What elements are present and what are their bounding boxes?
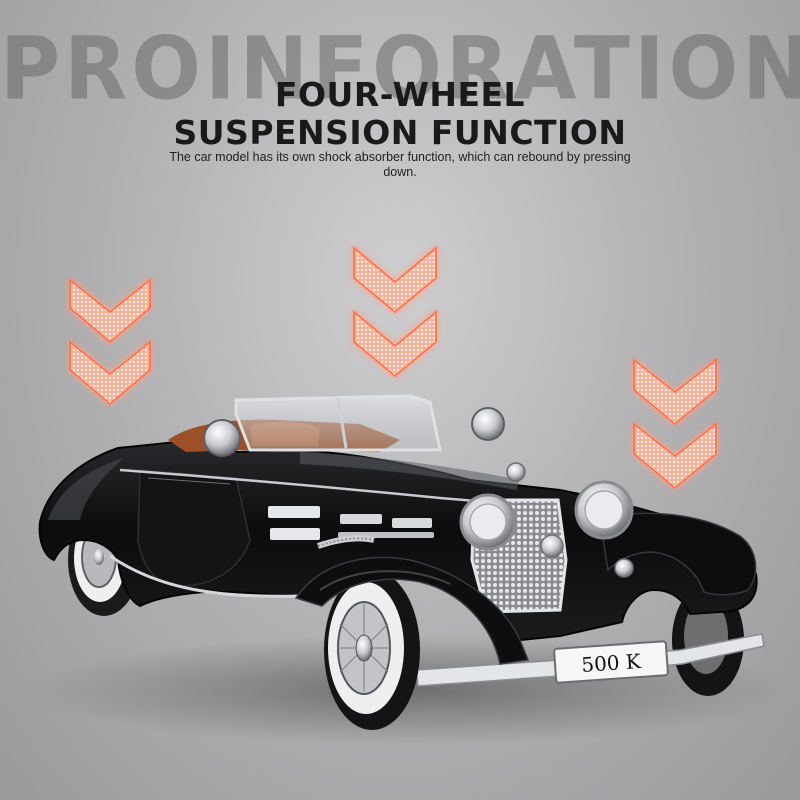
suspension-arrow-center-icon (353, 245, 437, 378)
suspension-arrow-right-icon (633, 357, 717, 490)
hood-ornament-icon (506, 462, 526, 482)
background-watermark-word: PROINFORATION (0, 19, 800, 120)
headlight-left (459, 493, 517, 551)
headlight-right (574, 480, 634, 540)
headline: FOUR-WHEEL SUSPENSION FUNCTION (0, 76, 800, 152)
windshield (234, 394, 442, 452)
classic-roadster-car-model: 500 K (30, 394, 790, 745)
description-text: The car model has its own shock absorber… (169, 150, 631, 179)
headline-line-2: SUSPENSION FUNCTION (173, 113, 627, 152)
license-plate-text: 500 K (581, 649, 643, 677)
near-front-wheel (324, 570, 420, 730)
side-lamp-left (203, 419, 241, 457)
fog-lamp (540, 534, 564, 558)
side-lamp-right (471, 407, 505, 441)
suspension-arrow-left-icon (69, 277, 151, 406)
headline-line-1: FOUR-WHEEL (274, 75, 526, 114)
hood-louvers (268, 506, 434, 540)
license-plate: 500 K (553, 640, 669, 684)
